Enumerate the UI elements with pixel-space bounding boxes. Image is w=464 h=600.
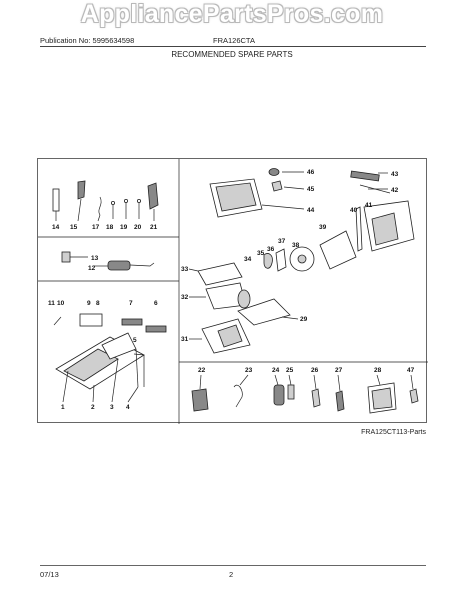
front-panel-group [53,313,167,390]
label-24: 24 [272,367,280,374]
label-1: 1 [61,404,65,411]
label-42: 42 [391,187,399,194]
label-43: 43 [391,171,399,178]
label-44: 44 [307,207,315,214]
parts-diagram-svg: 14 15 17 18 19 20 21 13 12 11 10 9 8 7 6… [38,159,428,424]
label-6: 6 [154,300,158,307]
page-number: 2 [229,570,234,579]
label-29: 29 [300,316,308,323]
label-20: 20 [134,224,142,231]
label-26: 26 [311,367,319,374]
label-46: 46 [307,169,315,176]
label-4: 4 [126,404,130,411]
label-7: 7 [129,300,133,307]
label-5: 5 [133,337,137,344]
label-36: 36 [267,246,275,253]
label-8: 8 [96,300,100,307]
label-17: 17 [92,224,100,231]
label-35: 35 [257,250,265,257]
label-41: 41 [365,202,373,209]
label-25: 25 [286,367,294,374]
label-22: 22 [198,367,206,374]
label-2: 2 [91,404,95,411]
label-12: 12 [88,265,96,272]
label-40: 40 [350,207,358,214]
label-38: 38 [292,242,300,249]
cord-group [61,251,155,271]
label-45: 45 [307,186,315,193]
label-14: 14 [52,224,60,231]
label-31: 31 [181,336,189,343]
label-28: 28 [374,367,382,374]
components-group [191,382,419,414]
label-18: 18 [106,224,114,231]
label-32: 32 [181,294,189,301]
label-23: 23 [245,367,253,374]
label-9: 9 [87,300,91,307]
footer-divider [40,565,426,566]
small-parts-group [52,180,159,222]
label-15: 15 [70,224,78,231]
footer-date: 07/13 [40,570,59,579]
diagram-reference: FRA125CT113-Parts [361,429,426,436]
label-37: 37 [278,238,286,245]
label-33: 33 [181,266,189,273]
label-13: 13 [91,255,99,262]
label-19: 19 [120,224,128,231]
model-number: FRA126CTA [213,36,255,45]
watermark-logo: AppliancePartsPros.com [80,0,384,28]
label-21: 21 [150,224,158,231]
header-divider [40,46,426,47]
exploded-parts-diagram: 14 15 17 18 19 20 21 13 12 11 10 9 8 7 6… [37,158,428,424]
chassis-parts-group [197,168,415,354]
publication-number: Publication No: 5995634598 [40,36,135,45]
label-34: 34 [244,256,252,263]
label-3: 3 [110,404,114,411]
label-39: 39 [319,224,327,231]
page-heading: RECOMMENDED SPARE PARTS [171,50,293,59]
label-47: 47 [407,367,415,374]
label-11: 11 [48,300,55,307]
label-10: 10 [57,300,65,307]
label-27: 27 [335,367,343,374]
